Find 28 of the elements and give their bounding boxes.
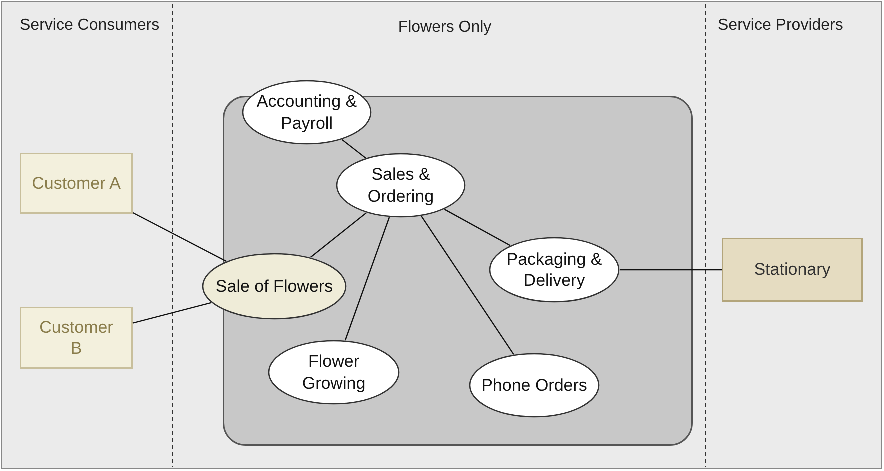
node-label: Stationary bbox=[753, 259, 832, 281]
section-heading: Flowers Only bbox=[397, 18, 493, 38]
connector-line bbox=[620, 269, 722, 271]
node-label: Flower Growing bbox=[301, 351, 367, 394]
node-label: Customer B bbox=[38, 316, 114, 360]
node-label: Packaging & Delivery bbox=[506, 248, 604, 292]
service-ellipse bbox=[202, 253, 347, 320]
connector-line bbox=[342, 139, 366, 159]
node-label: Sale of Flowers bbox=[214, 276, 334, 298]
connector-line bbox=[310, 212, 367, 258]
connector-line bbox=[444, 209, 511, 246]
service-ellipse bbox=[268, 340, 400, 405]
section-heading: Service Consumers bbox=[20, 16, 160, 36]
node-label: Sales & Ordering bbox=[366, 164, 436, 207]
service-ellipse bbox=[469, 353, 600, 418]
connector-line bbox=[421, 216, 514, 355]
entity-box bbox=[20, 153, 133, 214]
service-ellipse bbox=[336, 153, 466, 218]
node-label: Customer A bbox=[32, 172, 121, 194]
node-label: Phone Orders bbox=[481, 374, 588, 396]
service-ellipse bbox=[242, 80, 372, 145]
connector-line bbox=[344, 217, 390, 341]
entity-box bbox=[722, 238, 863, 302]
section-heading: Service Providers bbox=[718, 16, 844, 36]
connector-line bbox=[132, 302, 212, 324]
node-label: Accounting & Payroll bbox=[256, 91, 358, 134]
entity-box bbox=[20, 307, 133, 369]
service-ellipse bbox=[489, 237, 620, 303]
